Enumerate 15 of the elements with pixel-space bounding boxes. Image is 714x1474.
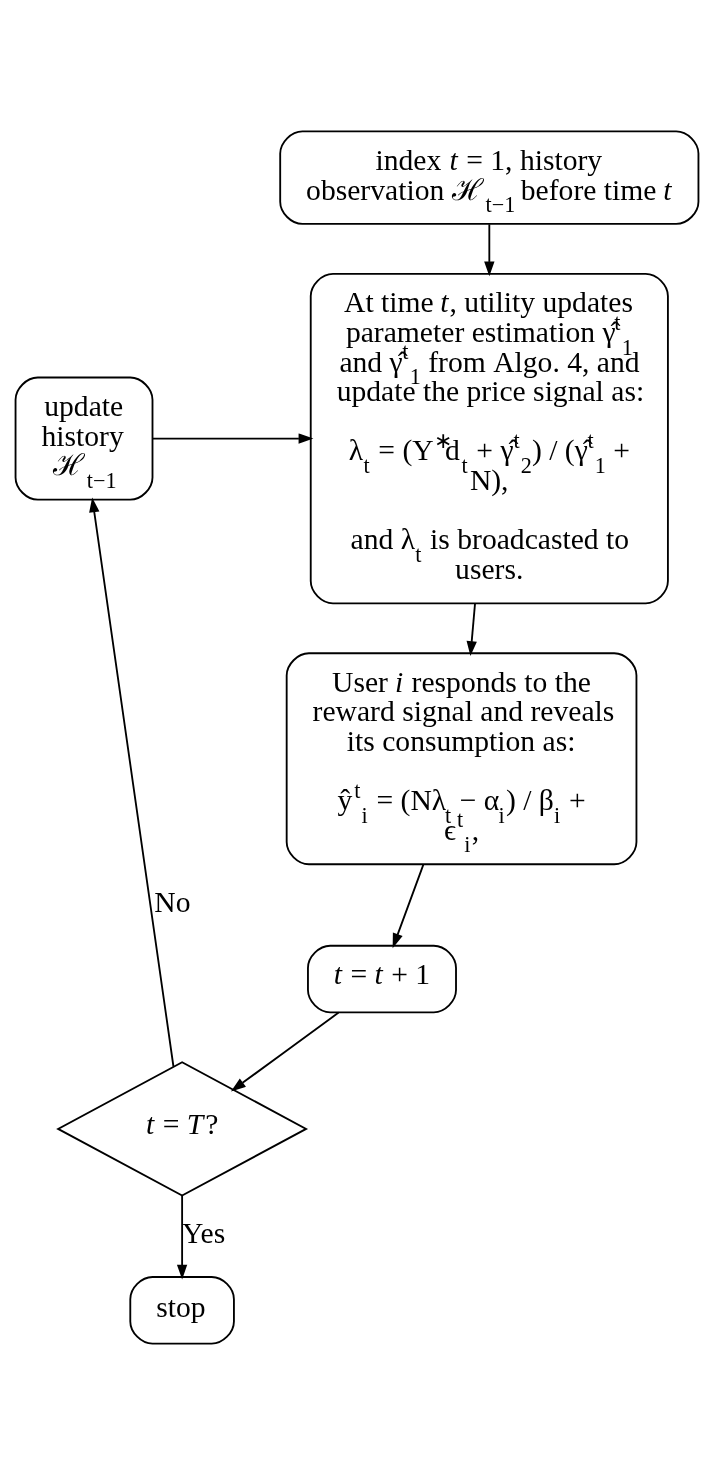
- arrow: [230, 1011, 340, 1091]
- arrow: [176, 1194, 188, 1279]
- node-box: stop: [129, 1275, 235, 1345]
- node-box: t = t + 1: [307, 944, 457, 1013]
- arrow: [89, 496, 175, 1067]
- node-diamond: t = T?: [56, 1060, 309, 1197]
- arrow: [392, 863, 425, 948]
- node-box: update history ℋ$_{t−1}$: [14, 376, 154, 501]
- arrow: [484, 222, 495, 276]
- edge-label: Yes: [182, 1216, 226, 1249]
- node-box: index t = 1, history observation ℋ$_{t−1}$ before time t: [279, 129, 700, 225]
- edge-label: No: [154, 885, 191, 918]
- arrow: [151, 432, 314, 444]
- node-box: User i responds to the reward signal and reveals its consumption as: ŷ$^{t}$$_{i}$ = (Nλ$_{t}$ − α$_{i}$) / β$_{i}$ + ϵ$^{t}$$_{i}$,: [285, 651, 638, 865]
- arrow: [466, 601, 477, 656]
